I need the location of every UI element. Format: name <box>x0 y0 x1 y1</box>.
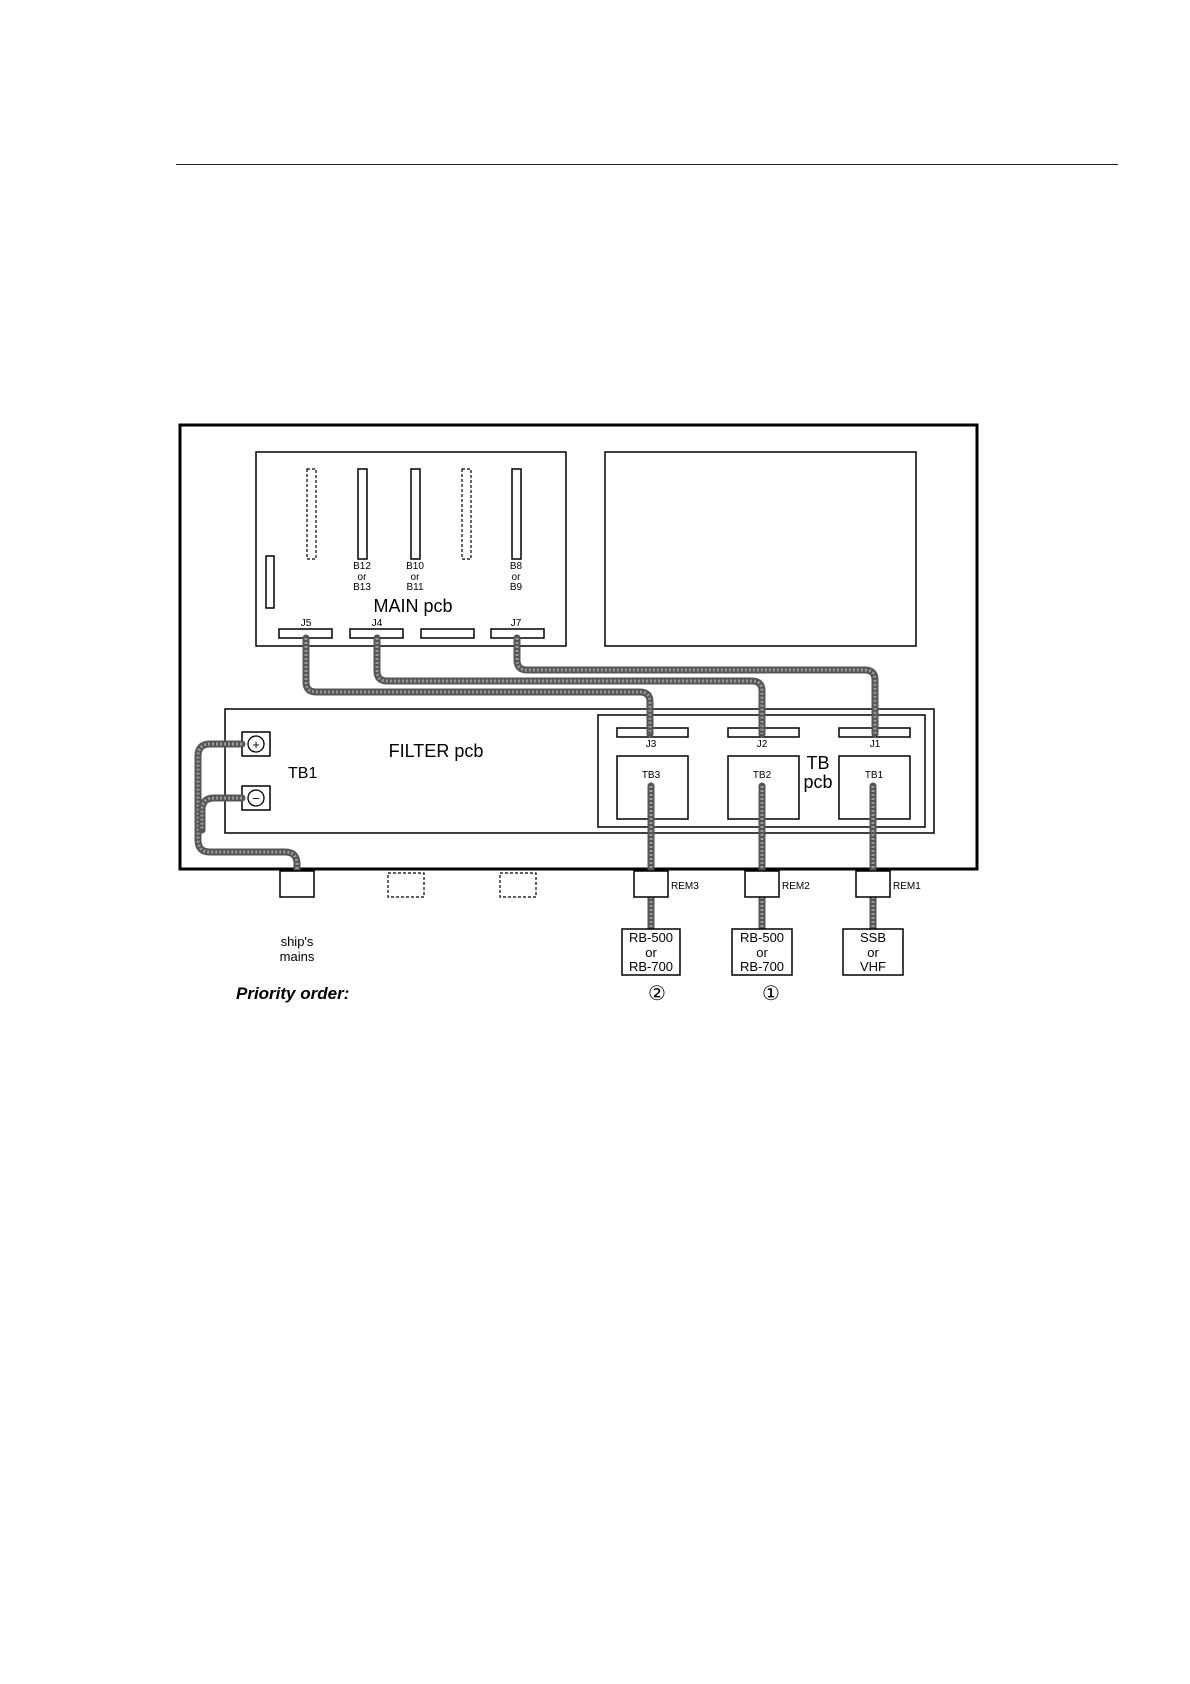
device-2-line2: or <box>756 945 768 960</box>
priority-label: Priority order: <box>236 984 349 1003</box>
tb2-label: TB2 <box>753 770 772 781</box>
port-label-rem2: REM2 <box>782 881 810 892</box>
connector-label-j3: J3 <box>646 739 657 750</box>
priority-mark-2: ② <box>648 983 666 1005</box>
port-rem3 <box>634 871 668 897</box>
main-slot-4 <box>462 469 471 559</box>
tb-pcb-label-line1: TB <box>806 753 829 773</box>
device-2-line3: RB-700 <box>740 959 784 974</box>
priority-mark-1: ① <box>762 983 780 1005</box>
main-slot-1 <box>307 469 316 559</box>
device-3-line1: SSB <box>860 930 886 945</box>
device-3-line3: VHF <box>860 959 886 974</box>
main-pcb-label: MAIN pcb <box>373 596 452 616</box>
device-1-line2: or <box>645 945 657 960</box>
blank-board <box>605 452 916 646</box>
slot-label-b10-bot: B11 <box>406 582 423 593</box>
device-2-line1: RB-500 <box>740 930 784 945</box>
main-slot-3 <box>411 469 420 559</box>
port-label-rem1: REM1 <box>893 881 921 892</box>
plus-glyph: + <box>252 737 260 752</box>
main-slot-5 <box>512 469 521 559</box>
minus-glyph: − <box>252 791 260 806</box>
slot-label-b12-top: B12 <box>353 561 371 572</box>
slot-label-b8-top: B8 <box>510 561 523 572</box>
main-pcb-side-slot <box>266 556 274 608</box>
port-rem1 <box>856 871 890 897</box>
blank-port-1 <box>388 873 424 897</box>
device-1-line1: RB-500 <box>629 930 673 945</box>
slot-label-b12-bot: B13 <box>353 582 371 593</box>
connector-label-j7: J7 <box>511 618 522 629</box>
tb-pcb-label-line2: pcb <box>803 772 832 792</box>
filter-pcb-label: FILTER pcb <box>389 741 484 761</box>
port-label-rem3: REM3 <box>671 881 699 892</box>
terminal-block-label: TB1 <box>288 765 317 782</box>
tb3-label: TB3 <box>642 770 661 781</box>
connector-label-j4: J4 <box>372 618 383 629</box>
slot-label-b10-top: B10 <box>406 561 424 572</box>
connector-label-j2: J2 <box>757 739 768 750</box>
tb1-label: TB1 <box>865 770 884 781</box>
connector-label-j5: J5 <box>301 618 312 629</box>
device-3-line2: or <box>867 945 879 960</box>
connector-blank <box>421 629 474 638</box>
slot-label-b8-bot: B9 <box>510 582 523 593</box>
mains-label-line1: ship's <box>281 934 314 949</box>
device-1-line3: RB-700 <box>629 959 673 974</box>
mains-label-line2: mains <box>280 949 315 964</box>
blank-port-2 <box>500 873 536 897</box>
main-slot-2 <box>358 469 367 559</box>
port-rem2 <box>745 871 779 897</box>
connector-label-j1: J1 <box>870 739 881 750</box>
mains-port <box>280 871 314 897</box>
